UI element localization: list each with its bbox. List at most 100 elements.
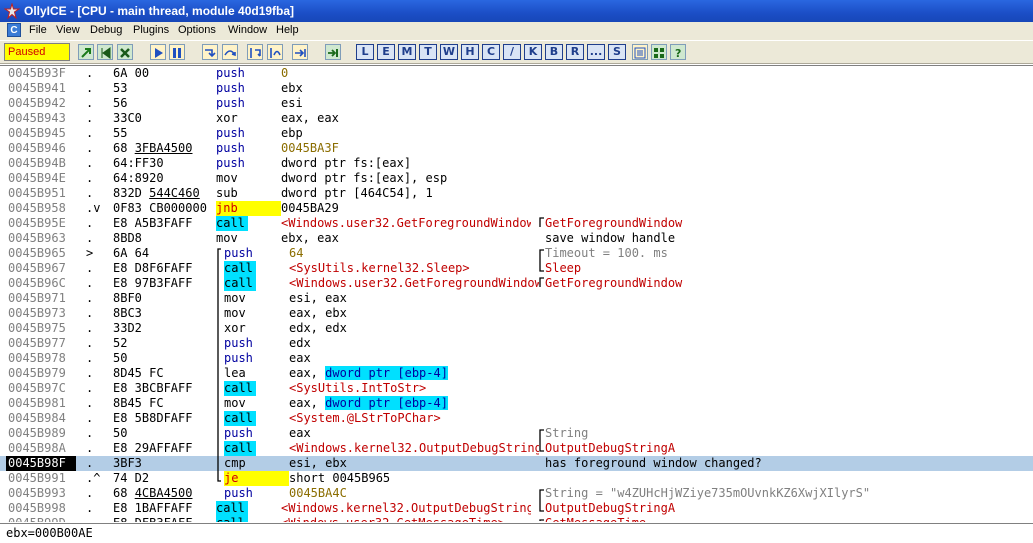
address-cell[interactable]: 0045B979 bbox=[8, 366, 66, 380]
address-cell[interactable]: 0045B942 bbox=[8, 96, 66, 110]
address-cell[interactable]: 0045B99D bbox=[8, 516, 76, 522]
hex-dump-cell: 52 bbox=[113, 336, 128, 350]
address-cell[interactable]: 0045B981 bbox=[8, 396, 66, 410]
address-cell[interactable]: 0045B977 bbox=[8, 336, 66, 350]
close-icon[interactable] bbox=[117, 44, 133, 60]
cpu-window-icon[interactable]: C bbox=[7, 23, 21, 37]
restart-icon[interactable] bbox=[97, 44, 113, 60]
trace-into-icon[interactable] bbox=[247, 44, 263, 60]
address-cell[interactable]: 0045B978 bbox=[8, 351, 66, 365]
cpu-window-button[interactable]: C bbox=[482, 44, 500, 60]
step-over-icon[interactable] bbox=[222, 44, 238, 60]
address-cell[interactable]: 0045B941 bbox=[8, 81, 66, 95]
log-window-button[interactable]: L bbox=[356, 44, 374, 60]
pause-icon[interactable] bbox=[169, 44, 185, 60]
address-cell[interactable]: 0045B98A bbox=[8, 441, 66, 455]
menu-help[interactable]: Help bbox=[276, 24, 299, 36]
menu-window[interactable]: Window bbox=[228, 24, 268, 36]
address-cell[interactable]: 0045B984 bbox=[8, 411, 66, 425]
source-window-button[interactable]: S bbox=[608, 44, 626, 60]
address-cell[interactable]: 0045B97C bbox=[8, 381, 66, 395]
execute-till-return-icon[interactable] bbox=[292, 44, 308, 60]
menu-debug[interactable]: Debug bbox=[90, 24, 123, 36]
threads-window-button[interactable]: T bbox=[419, 44, 437, 60]
menu-view[interactable]: View bbox=[56, 24, 80, 36]
menu-options[interactable]: Options bbox=[178, 24, 216, 36]
address-cell[interactable]: 0045B965 bbox=[8, 246, 66, 260]
address-cell[interactable]: 0045B958 bbox=[8, 201, 66, 215]
address-cell[interactable]: 0045B971 bbox=[8, 291, 66, 305]
run-trace-window-button[interactable]: ... bbox=[587, 44, 605, 60]
address-cell[interactable]: 0045B95E bbox=[8, 216, 66, 230]
address-cell[interactable]: 0045B967 bbox=[8, 261, 66, 275]
options-list-icon[interactable] bbox=[632, 44, 648, 60]
address-cell[interactable]: 0045B96C bbox=[8, 276, 66, 290]
handles-window-button[interactable]: H bbox=[461, 44, 479, 60]
go-to-icon[interactable] bbox=[325, 44, 341, 60]
address-cell[interactable]: 0045B951 bbox=[8, 186, 66, 200]
modules-window-button[interactable]: E bbox=[377, 44, 395, 60]
address-cell[interactable]: 0045B946 bbox=[8, 141, 66, 155]
address-cell[interactable]: 0045B998 bbox=[8, 501, 66, 515]
address-cell[interactable]: 0045B943 bbox=[8, 111, 66, 125]
trace-over-icon[interactable] bbox=[267, 44, 283, 60]
address-cell[interactable]: 0045B989 bbox=[8, 426, 66, 440]
memory-window-button[interactable]: M bbox=[398, 44, 416, 60]
help-icon[interactable]: ? bbox=[670, 44, 686, 60]
address-cell[interactable]: 0045B93F bbox=[8, 66, 66, 80]
breakpoints-window-button[interactable]: B bbox=[545, 44, 563, 60]
grid-options-icon[interactable] bbox=[651, 44, 667, 60]
windows-window-button[interactable]: W bbox=[440, 44, 458, 60]
call-stack-window-button[interactable]: K bbox=[524, 44, 542, 60]
address-cell[interactable]: 0045B94E bbox=[8, 171, 66, 185]
patches-window-button[interactable]: / bbox=[503, 44, 521, 60]
references-window-button[interactable]: R bbox=[566, 44, 584, 60]
address-cell[interactable]: 0045B973 bbox=[8, 306, 66, 320]
menu-plugins[interactable]: Plugins bbox=[133, 24, 170, 36]
address-cell[interactable]: 0045B98F bbox=[6, 456, 76, 471]
address-cell[interactable]: 0045B993 bbox=[8, 486, 66, 500]
code-row[interactable]: 0045B99D.E8 DFB3FAFFcall<Windows.user32.… bbox=[0, 516, 1033, 522]
run-icon[interactable] bbox=[150, 44, 166, 60]
address-cell[interactable]: 0045B975 bbox=[8, 321, 66, 335]
address-cell[interactable]: 0045B945 bbox=[8, 126, 66, 140]
address-cell[interactable]: 0045B963 bbox=[8, 231, 66, 245]
menu-file[interactable]: File bbox=[29, 24, 47, 36]
open-icon[interactable] bbox=[78, 44, 94, 60]
step-into-icon[interactable] bbox=[202, 44, 218, 60]
mnemonic: call bbox=[216, 501, 248, 516]
address-cell[interactable]: 0045B94B bbox=[8, 156, 66, 170]
address-cell[interactable]: 0045B991 bbox=[8, 471, 66, 485]
